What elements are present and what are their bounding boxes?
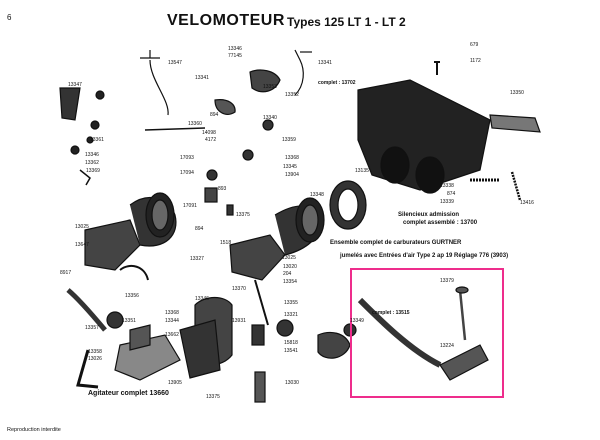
part-label: 13647	[75, 242, 89, 248]
part-label: 13135	[355, 168, 369, 174]
part-label: 893	[218, 186, 227, 192]
part-label: 17093	[180, 155, 194, 161]
part-label: 13340	[263, 115, 277, 121]
part-label: 13904	[285, 172, 299, 178]
part-label: 13020	[283, 264, 297, 270]
part-label: 13375	[206, 394, 220, 400]
part-label: 13026	[88, 356, 102, 362]
part-label: 13547	[168, 60, 182, 66]
part-label: 17091	[183, 203, 197, 209]
part-label: 13327	[190, 256, 204, 262]
part-label: 13359	[282, 137, 296, 143]
part-label: 13025	[75, 224, 89, 230]
part-label: 13370	[232, 286, 246, 292]
part-label: 204	[283, 271, 292, 277]
page-number: 6	[7, 13, 12, 22]
silencer-complete-label: complet : 13702	[318, 80, 356, 86]
silencer-caption-line2: complet assemblé : 13700	[403, 220, 478, 226]
part-label: 17094	[180, 170, 194, 176]
part-label: 679	[470, 42, 479, 48]
page-subtitle: Types 125 LT 1 - LT 2	[287, 15, 406, 29]
part-label: 13344	[165, 318, 179, 324]
part-label: 13356	[125, 293, 139, 299]
part-label: 13348	[310, 192, 324, 198]
part-label: 13358	[88, 349, 102, 355]
fuel-tap-complete-label: complet : 13515	[372, 310, 410, 316]
part-label: 13341	[195, 75, 209, 81]
part-label: 13662	[165, 332, 179, 338]
part-label: 13347	[68, 82, 82, 88]
part-label: 13353	[263, 84, 277, 90]
part-label: 13339	[440, 199, 454, 205]
part-label: 13345	[283, 164, 297, 170]
part-label: 13369	[86, 168, 100, 174]
part-label: 13341	[318, 60, 332, 66]
part-label: 13416	[520, 200, 534, 206]
part-label: 13349	[350, 318, 364, 324]
part-label: 874	[447, 191, 456, 197]
control-cable-left	[149, 59, 169, 116]
part-label: 13350	[510, 90, 524, 96]
ensemble-caption: Ensemble complet de carburateurs GURTNER	[330, 240, 462, 246]
highlight-box-fuel-tap	[350, 268, 504, 398]
part-label: 13931	[232, 318, 246, 324]
part-label: 13354	[283, 279, 297, 285]
silencer-caption-line1: Silencieux admission	[398, 212, 460, 218]
part-label: 4172	[205, 137, 217, 143]
part-label: 13361	[90, 137, 104, 143]
part-label: 14098	[202, 130, 216, 136]
footer-note: Reproduction interdite	[7, 427, 61, 433]
agitator-caption: Agitateur complet 13660	[88, 390, 169, 397]
control-lever-top-left	[140, 50, 160, 59]
part-label: 13379	[440, 278, 454, 284]
part-label: 13224	[440, 343, 454, 349]
carburettor-right	[229, 234, 286, 281]
part-label: 1518	[220, 240, 232, 246]
rod	[144, 127, 206, 131]
part-label: 13355	[284, 300, 298, 306]
part-label: 13346	[85, 152, 99, 158]
part-label: 13541	[284, 348, 298, 354]
part-label: 13338	[440, 183, 454, 189]
part-label: 13368	[165, 310, 179, 316]
part-label: 13357	[85, 325, 99, 331]
part-label: 13368	[285, 155, 299, 161]
part-label: 13030	[285, 380, 299, 386]
part-label: 8917	[60, 270, 72, 276]
part-label: 1172	[470, 58, 481, 64]
part-label: 13346	[228, 46, 242, 52]
control-cable-right	[294, 49, 304, 96]
part-label: 77145	[228, 53, 242, 59]
jumeles-caption: jumelés avec Entrées d'air Type 2 ap 19 …	[340, 253, 509, 259]
part-label: 13375	[236, 212, 250, 218]
page-title: VELOMOTEUR	[167, 12, 285, 29]
lever-left	[59, 87, 81, 121]
fuel-tap	[439, 344, 489, 381]
part-label: 13346	[195, 296, 209, 302]
carburettor-left	[84, 219, 141, 271]
part-label: 13321	[284, 312, 298, 318]
part-label: 894	[210, 112, 219, 118]
part-label: 15818	[284, 340, 298, 346]
part-label: 13360	[188, 121, 202, 127]
part-label: 13362	[85, 160, 99, 166]
part-label: 13905	[168, 380, 182, 386]
fuel-hose	[357, 297, 442, 368]
part-label: 13025	[282, 255, 296, 261]
part-label: 894	[195, 226, 204, 232]
part-label: 13351	[122, 318, 136, 324]
part-label: 13352	[285, 92, 299, 98]
